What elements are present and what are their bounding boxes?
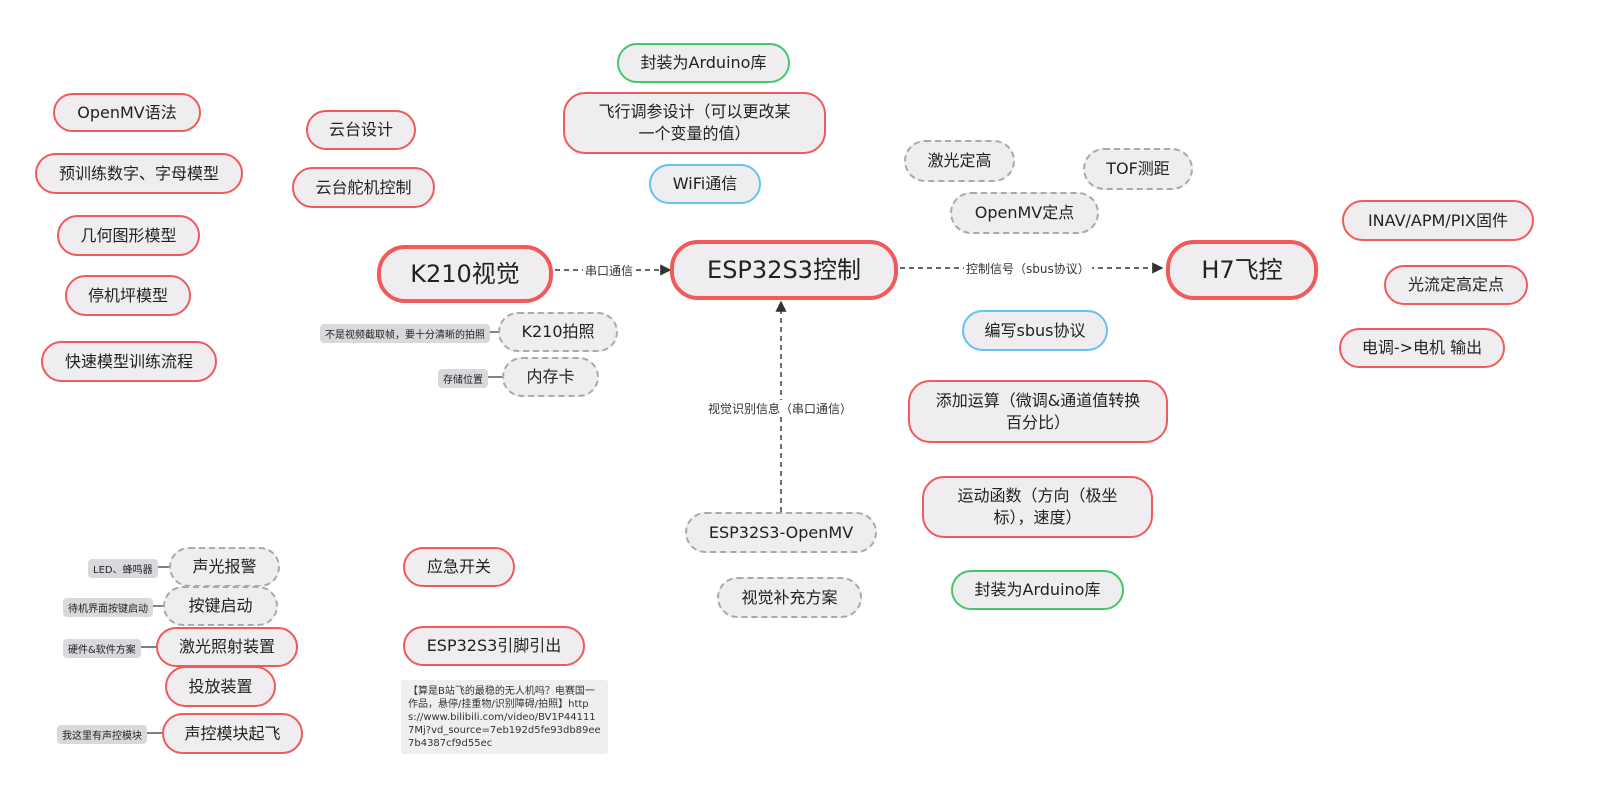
- esc-motor-output-node[interactable]: 电调->电机 输出: [1339, 328, 1505, 368]
- tag-hw-sw-plan: 硬件&软件方案: [63, 639, 141, 658]
- openmv-positioning-node[interactable]: OpenMV定点: [950, 192, 1099, 234]
- gimbal-servo-node[interactable]: 云台舵机控制: [292, 167, 435, 208]
- vision-supplement-node[interactable]: 视觉补充方案: [717, 577, 862, 618]
- left-node-geometry-model[interactable]: 几何图形模型: [57, 215, 200, 256]
- pin-breakout-node[interactable]: ESP32S3引脚引出: [403, 626, 585, 666]
- optical-flow-node[interactable]: 光流定高定点: [1384, 265, 1528, 305]
- calculation-node[interactable]: 添加运算（微调&通道值转换百分比）: [908, 380, 1168, 443]
- esp32s3-control-node[interactable]: ESP32S3控制: [670, 240, 898, 300]
- emergency-switch-node[interactable]: 应急开关: [403, 547, 515, 587]
- flight-tuning-node[interactable]: 飞行调参设计（可以更改某一个变量的值）: [563, 92, 826, 154]
- edge-label-serial: 串口通信: [583, 262, 636, 279]
- tag-memory-card: 存储位置: [438, 369, 488, 388]
- motion-function-node[interactable]: 运动函数（方向（极坐标），速度）: [922, 476, 1153, 538]
- sbus-protocol-node[interactable]: 编写sbus协议: [962, 310, 1108, 351]
- tag-led-buzzer: LED、蜂鸣器: [88, 559, 158, 578]
- sound-light-alarm-node[interactable]: 声光报警: [169, 547, 280, 587]
- key-start-node[interactable]: 按键启动: [163, 586, 278, 626]
- k210-photo-node[interactable]: K210拍照: [498, 312, 618, 352]
- laser-altitude-node[interactable]: 激光定高: [904, 140, 1015, 182]
- tag-standby-key: 待机界面按键启动: [63, 598, 153, 617]
- gimbal-design-node[interactable]: 云台设计: [306, 110, 416, 150]
- left-node-training-flow[interactable]: 快速模型训练流程: [41, 341, 217, 382]
- wifi-node[interactable]: WiFi通信: [649, 164, 761, 204]
- tag-voice-module: 我这里有声控模块: [57, 725, 147, 744]
- k210-vision-node[interactable]: K210视觉: [377, 245, 553, 303]
- esp32s3-openmv-node[interactable]: ESP32S3-OpenMV: [685, 512, 877, 553]
- bilibili-note[interactable]: 【算是B站飞的最稳的无人机吗？电赛国一作品，悬停/挂重物/识别障碍/拍照】htt…: [401, 680, 608, 754]
- h7-flight-controller-node[interactable]: H7飞控: [1166, 240, 1318, 300]
- left-node-landing-pad-model[interactable]: 停机坪模型: [65, 275, 191, 316]
- arduino-library-node-bottom[interactable]: 封装为Arduino库: [951, 570, 1124, 610]
- left-node-pretrained-model[interactable]: 预训练数字、字母模型: [35, 153, 243, 194]
- edge-label-sbus: 控制信号（sbus协议）: [964, 260, 1092, 277]
- voice-takeoff-node[interactable]: 声控模块起飞: [162, 713, 303, 754]
- arduino-library-node-top[interactable]: 封装为Arduino库: [617, 43, 790, 83]
- laser-device-node[interactable]: 激光照射装置: [156, 627, 298, 667]
- release-device-node[interactable]: 投放装置: [165, 666, 276, 707]
- memory-card-node[interactable]: 内存卡: [502, 357, 599, 397]
- tof-ranging-node[interactable]: TOF测距: [1083, 148, 1193, 190]
- tag-k210-photo: 不是视频截取帧，要十分清晰的拍照: [320, 324, 490, 343]
- left-node-openmv-syntax[interactable]: OpenMV语法: [53, 93, 201, 132]
- edge-label-vision: 视觉识别信息（串口通信）: [706, 400, 855, 417]
- firmware-node[interactable]: INAV/APM/PIX固件: [1342, 200, 1534, 241]
